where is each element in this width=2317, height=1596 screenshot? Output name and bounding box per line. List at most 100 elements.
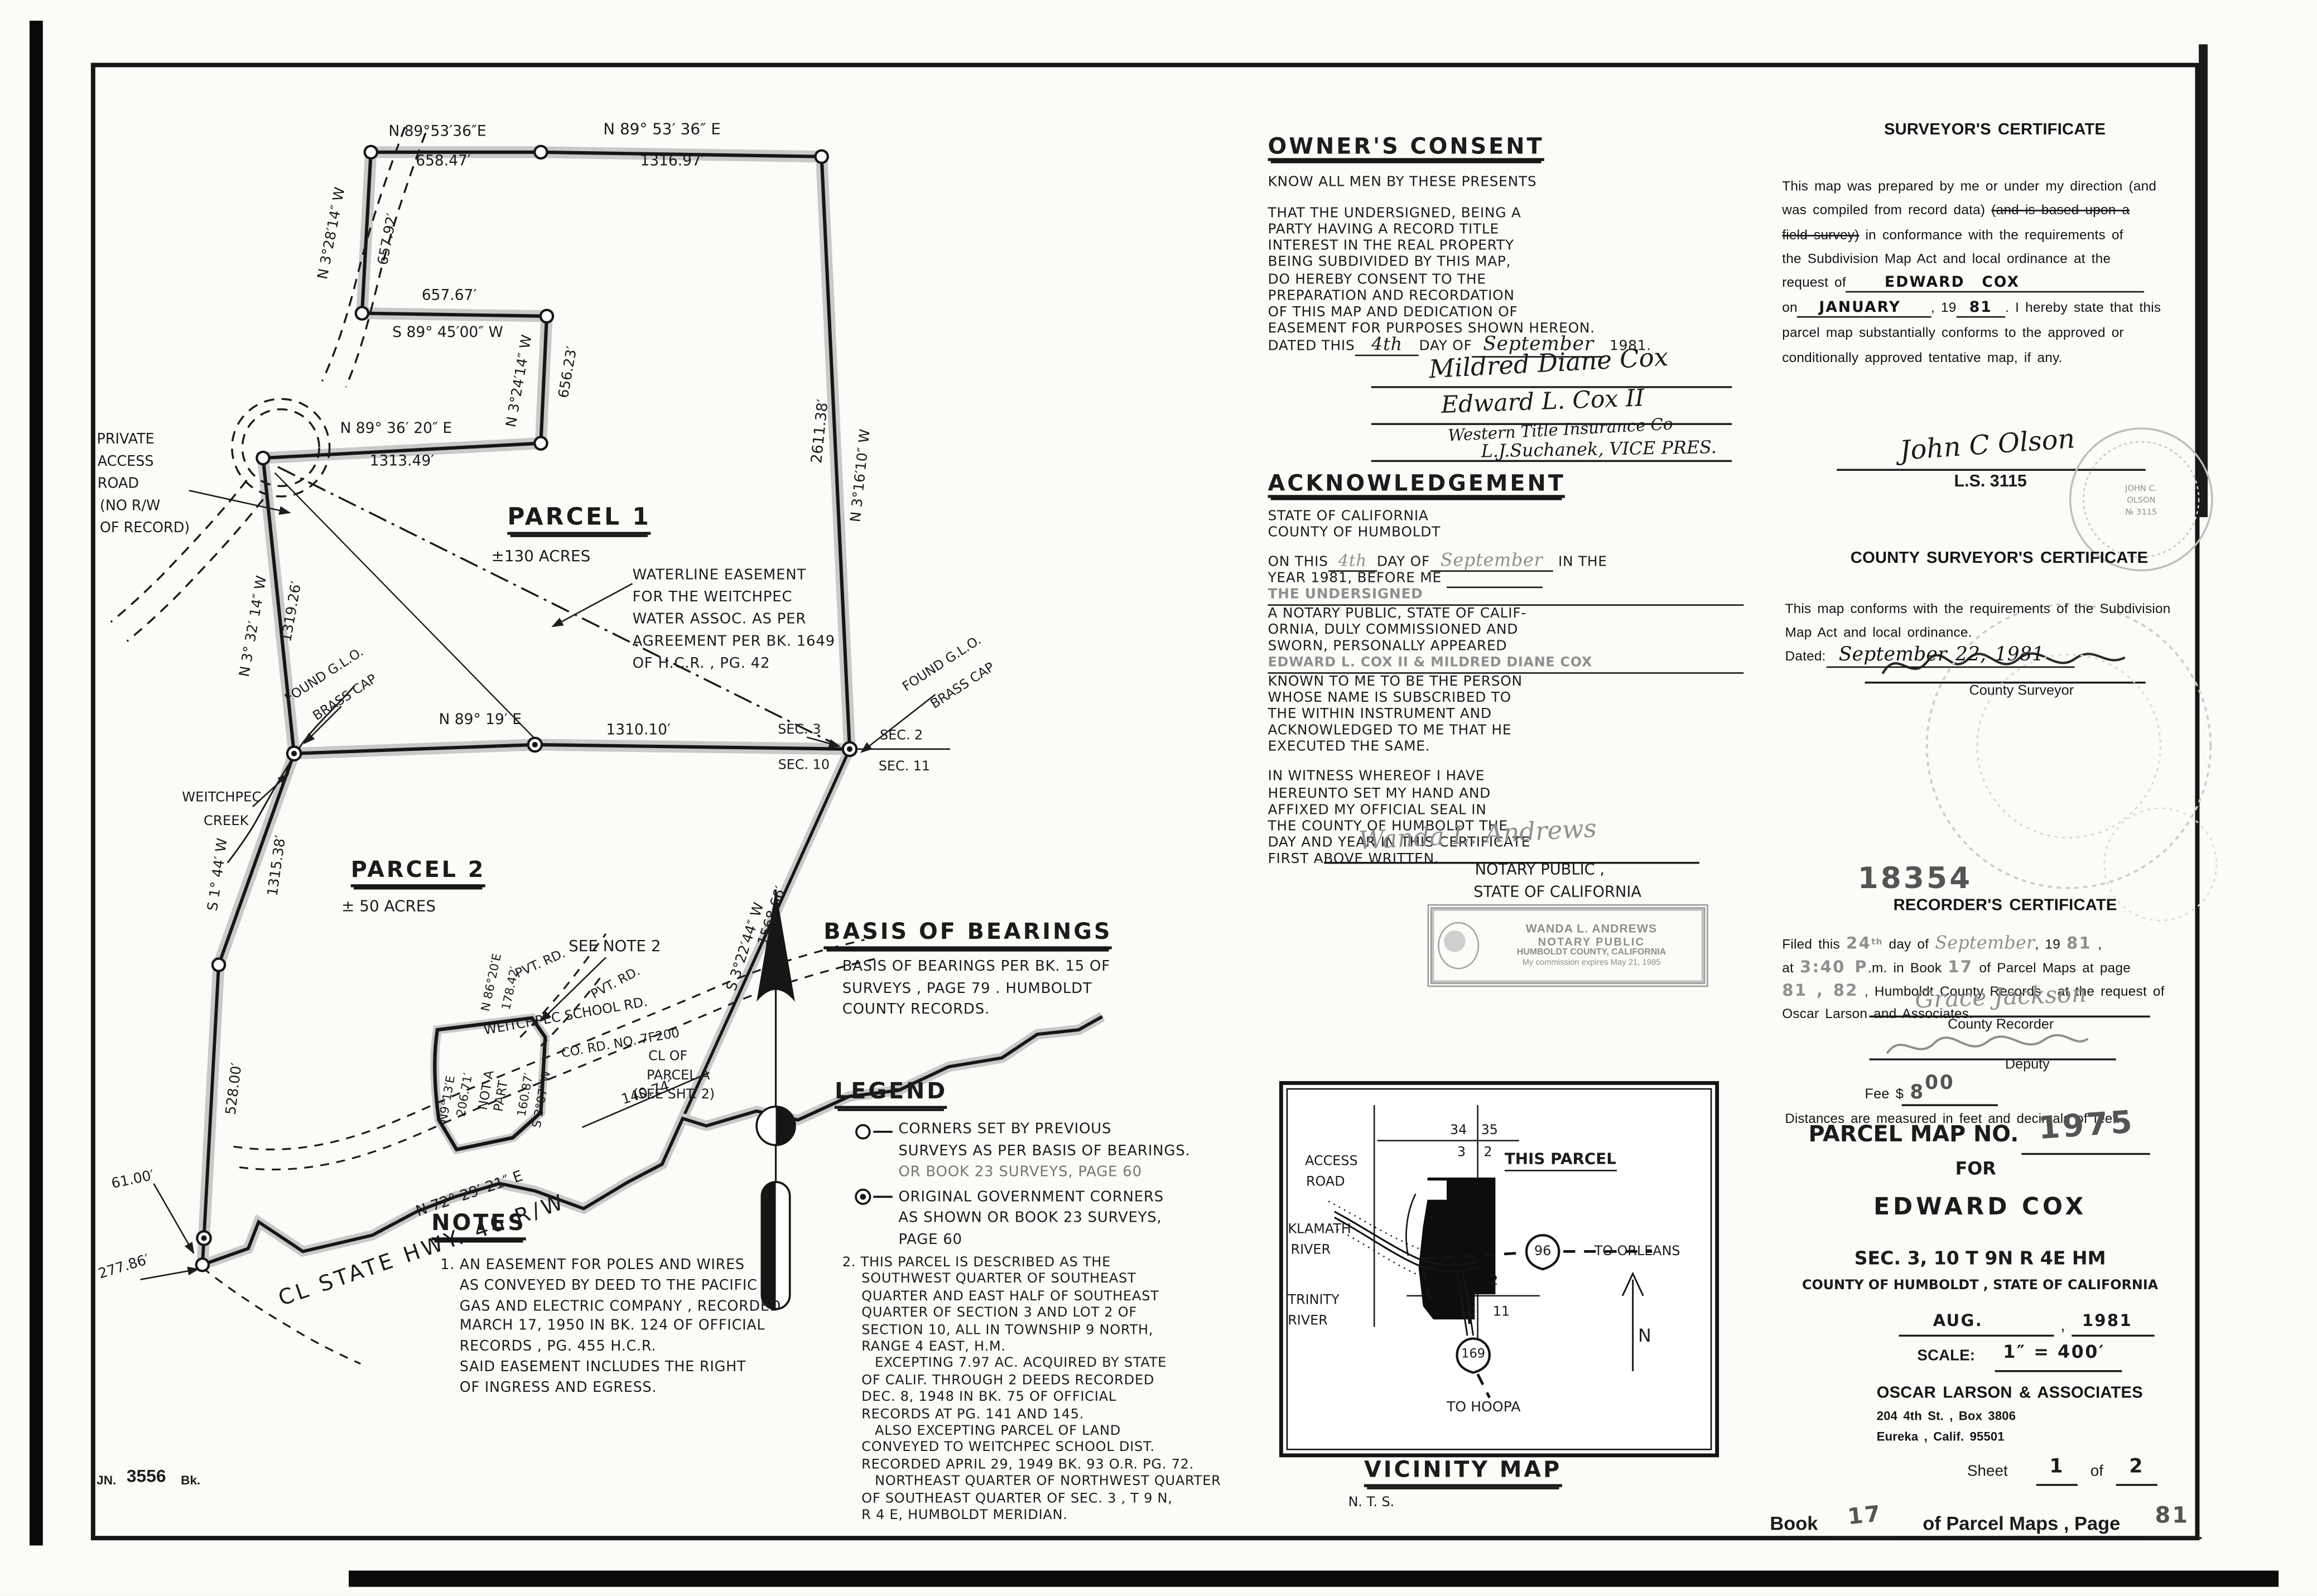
vic-trinity-2: RIVER [1288, 1314, 1328, 1329]
school-road [201, 933, 875, 1365]
bearing-s894500w: S 89° 45′00″ W [392, 325, 503, 341]
seal-text-name-2: OLSON [2127, 496, 2156, 506]
notary-stamp: WANDA L. ANDREWS NOTARY PUBLIC HUMBOLDT … [1427, 904, 1708, 987]
label-see-sht-2: (SEE SHT. 2) [633, 1088, 715, 1103]
label-weitchpec-creek-2: CREEK [203, 813, 249, 830]
label-book-mid: of Parcel Maps , Page [1923, 1512, 2121, 1535]
vic-sec-2: 2 [1483, 1145, 1492, 1161]
value-date-month: AUG. [1933, 1311, 1983, 1331]
title-parcel-2: PARCEL 2 [350, 859, 486, 888]
title-legend: LEGEND [834, 1080, 948, 1109]
label-cl-of: CL OF [648, 1049, 688, 1065]
label-notary-public: NOTARY PUBLIC , [1475, 861, 1605, 879]
label-jn: JN. [97, 1472, 117, 1488]
notary-stamp-title: NOTARY PUBLIC [1538, 934, 1645, 948]
sig-edward-cox: Edward L. Cox II [1441, 383, 1645, 419]
scan-edge-right [2199, 44, 2208, 518]
label-deputy: Deputy [2005, 1057, 2050, 1073]
value-sheet-num: 1 [2049, 1456, 2065, 1478]
dist-1310-10: 1310.10′ [606, 722, 671, 739]
sheet-border [90, 62, 2200, 1541]
vic-klamath-1: KLAMATH [1288, 1222, 1351, 1238]
tie-line [274, 472, 536, 740]
label-ls-3115: L.S. 3115 [1954, 473, 2027, 491]
label-parcel2-acres: ± 50 ACRES [341, 898, 436, 916]
value-map-number: 1975 [2037, 1104, 2136, 1146]
title-section: SEC. 3, 10 T 9N R 4E HM [1854, 1246, 2106, 1269]
parcel2-east-boundary [681, 748, 851, 1120]
label-sec-10: SEC. 10 [778, 759, 830, 774]
label-book: Book [1770, 1512, 1818, 1535]
title-edward-cox: EDWARD COX [1873, 1192, 2087, 1221]
label-weitchpec-creek-1: WEITCHPEC [182, 789, 262, 806]
title-vicinity-map: VICINITY MAP [1364, 1458, 1562, 1487]
vic-north-arrow [1621, 1271, 1644, 1371]
block-private-road-3: ROAD [97, 476, 139, 493]
value-scale: 1″ = 400′ [2003, 1341, 2105, 1363]
parcel2-west-boundary [200, 753, 296, 1265]
waterline-easement-line [277, 466, 831, 743]
label-bk: Bk. [181, 1472, 201, 1488]
vic-to-orleans: TO ORLEANS [1594, 1245, 1680, 1260]
vic-rivers [1328, 1200, 1481, 1336]
distances-note: Distances are measured in feet and decim… [1785, 1111, 2121, 1126]
vic-parcel-shape [1418, 1177, 1496, 1320]
label-parcel-a: PARCEL A [646, 1069, 710, 1084]
vic-access-road-1: ACCESS [1305, 1154, 1358, 1170]
label-nts: N. T. S. [1348, 1496, 1395, 1511]
notary-seal-icon [1438, 922, 1480, 970]
label-state-of-california: STATE OF CALIFORNIA [1473, 883, 1642, 901]
official-seals [1925, 427, 2218, 922]
bearing-n895336e-2: N 89° 53′ 36″ E [603, 120, 721, 139]
vic-klamath-2: RIVER [1290, 1243, 1331, 1259]
value-sheet-total: 2 [2129, 1456, 2145, 1478]
notary-stamp-expires: My commission expires May 21, 1985 [1522, 959, 1661, 968]
vic-sec-11: 11 [1492, 1305, 1510, 1320]
label-date-comma: , [2060, 1317, 2065, 1335]
notary-stamp-name: WANDA L. ANDREWS [1525, 922, 1658, 936]
county-surveyor-signature [1881, 652, 2126, 674]
vic-trinity-1: TRINITY [1288, 1293, 1340, 1309]
recorder-number: 18354 [1857, 860, 1973, 896]
bearing-n893620e: N 89° 36′ 20″ E [340, 421, 452, 437]
bearing-n895336e-1: N 89°53′36″E [388, 124, 486, 141]
private-access-road [110, 127, 427, 642]
vic-sec-35: 35 [1481, 1124, 1498, 1139]
label-county-recorder: County Recorder [1948, 1016, 2054, 1034]
value-page-num: 81 [2155, 1502, 2190, 1529]
title-notes: NOTES [431, 1212, 527, 1241]
sig-grace-jackson: Grace Jackson [1914, 979, 2087, 1014]
deputy-signature [1886, 1034, 2089, 1054]
block-private-road-5: OF RECORD) [99, 520, 190, 537]
value-book-num: 17 [1846, 1500, 1884, 1531]
hwy-boundary [201, 1015, 1104, 1266]
label-sec-3: SEC. 3 [778, 723, 821, 738]
sig-suchanek: L.J.Suchanek, VICE PRES. [1481, 436, 1717, 462]
title-for: FOR [1955, 1158, 1996, 1179]
vic-hwy-169: 169 [1461, 1347, 1486, 1362]
dist-1313-49: 1313.49′ [369, 454, 435, 470]
dist-658-47: 658.47′ [416, 153, 471, 170]
scan-edge-left [29, 21, 43, 1546]
label-sheet-of: of [2090, 1462, 2103, 1481]
vicinity-map [1279, 1081, 1719, 1458]
value-date-year: 1981 [2082, 1311, 2133, 1331]
label-sec-2: SEC. 2 [880, 729, 923, 744]
vic-sec-3: 3 [1457, 1145, 1466, 1161]
seal-text-name-1: JOHN C. [2125, 485, 2157, 494]
dim-line-140-74 [582, 1072, 710, 1129]
dist-657-67: 657.67′ [421, 288, 477, 305]
label-parcel1-acres: ±130 ACRES [491, 547, 591, 566]
label-county-surveyor: County Surveyor [1969, 683, 2074, 700]
vic-sec-10: 10 [1458, 1305, 1476, 1320]
label-sheet: Sheet [1967, 1462, 2008, 1481]
fee-line: Fee $ 800 [1865, 1072, 1955, 1105]
north-arrow [755, 889, 796, 1310]
